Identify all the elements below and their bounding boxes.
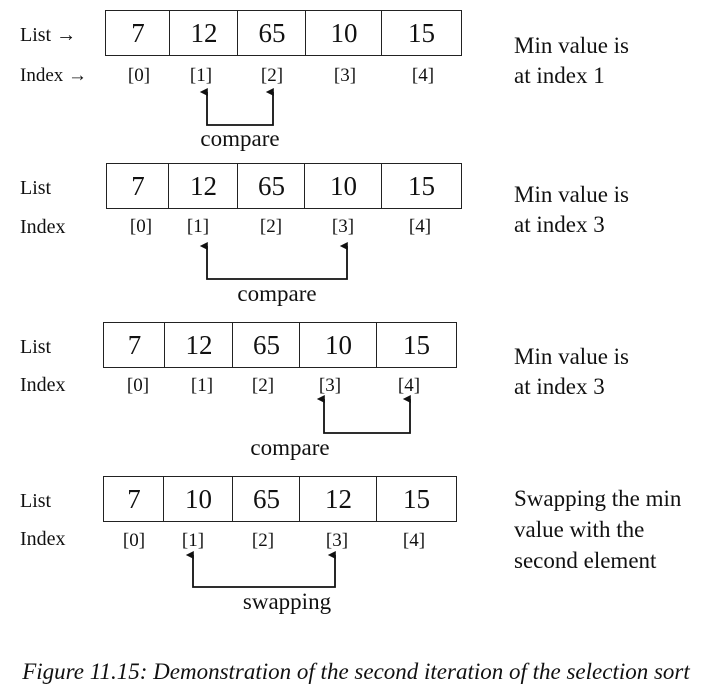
swap-arrow (185, 551, 336, 588)
step-note: Swapping the min value with the second e… (514, 483, 681, 576)
list-cell: 15 (376, 322, 457, 368)
arrow-label: compare (200, 126, 280, 151)
step-note: Min value is at index 3 (514, 180, 629, 240)
note-line: value with the (514, 517, 645, 542)
index-text: [0] (126, 375, 150, 396)
list-cell: 10 (163, 476, 234, 522)
index-text: [3] (318, 375, 342, 396)
arrow-label: compare (250, 435, 330, 460)
list-cell: 12 (299, 476, 378, 522)
list-cell: 15 (381, 163, 462, 209)
index-text: [4] (397, 375, 421, 396)
list-cell: 7 (105, 10, 171, 56)
list-cell: 7 (106, 163, 170, 209)
list-label: List → (20, 24, 77, 46)
step-1: List → Index → 7 12 65 10 15 [0] [1] [2]… (0, 0, 712, 160)
list-label: List (20, 336, 52, 358)
arrow-label: swapping (242, 589, 332, 614)
index-text: [4] (408, 216, 432, 237)
list-cell: 10 (304, 163, 383, 209)
index-text: [2] (259, 216, 283, 237)
index-text: [2] (260, 65, 284, 86)
index-text: [1] (186, 216, 210, 237)
list-cell: 12 (164, 322, 234, 368)
list-label: List (20, 177, 52, 199)
index-text: [2] (251, 375, 275, 396)
step-note: Min value is at index 1 (514, 31, 629, 91)
index-text: [2] (251, 530, 275, 551)
step-3: List Index 7 12 65 10 15 [0] [1] [2] [3]… (0, 315, 712, 475)
list-cell: 12 (169, 10, 239, 56)
note-line: at index 3 (514, 374, 605, 399)
index-label: Index (20, 374, 66, 396)
compare-arrow (199, 242, 348, 280)
step-note: Min value is at index 3 (514, 342, 629, 402)
list-cell: 10 (305, 10, 383, 56)
arrow-label: compare (237, 281, 317, 306)
index-text: [4] (402, 530, 426, 551)
list-cell: 12 (168, 163, 239, 209)
index-text: [0] (122, 530, 146, 551)
index-text: [3] (333, 65, 357, 86)
index-text: [0] (129, 216, 153, 237)
index-text: [1] (189, 65, 213, 86)
list-cell: 65 (237, 10, 307, 56)
note-line: Min value is (514, 182, 629, 207)
step-4: List Index 7 10 65 12 15 [0] [1] [2] [3]… (0, 470, 712, 630)
index-text: [1] (181, 530, 205, 551)
step-2: List Index 7 12 65 10 15 [0] [1] [2] [3]… (0, 155, 712, 315)
index-label: Index → (20, 65, 88, 86)
index-text: [4] (411, 65, 435, 86)
list-cell: 65 (232, 476, 301, 522)
list-cell: 15 (376, 476, 457, 522)
index-text: [1] (190, 375, 214, 396)
figure-caption: Figure 11.15: Demonstration of the secon… (22, 659, 690, 684)
note-line: Swapping the min (514, 486, 682, 511)
index-label: Index (20, 216, 66, 238)
list-cell: 15 (381, 10, 462, 56)
index-text: [0] (127, 65, 151, 86)
compare-arrow (199, 88, 274, 126)
note-line: second element (514, 548, 657, 573)
list-label: List (20, 490, 52, 512)
index-label: Index (20, 528, 66, 550)
note-line: Min value is (514, 344, 629, 369)
list-cell: 65 (232, 322, 301, 368)
note-line: at index 1 (514, 63, 605, 88)
compare-arrow (316, 395, 411, 434)
note-line: Min value is (514, 33, 629, 58)
list-cell: 7 (103, 476, 165, 522)
note-line: at index 3 (514, 212, 605, 237)
index-text: [3] (331, 216, 355, 237)
index-text: [3] (325, 530, 349, 551)
